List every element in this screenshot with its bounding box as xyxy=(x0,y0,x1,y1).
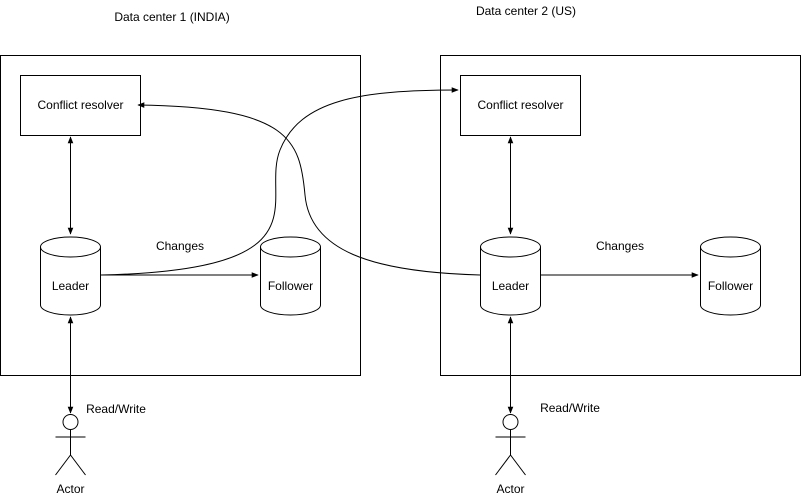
datacenter-1-leader-label: Leader xyxy=(52,279,89,293)
datacenter-2-changes-label: Changes xyxy=(596,239,644,253)
datacenter-2-title: Data center 2 (US) xyxy=(476,4,576,18)
dc2-leader-to-dc1-resolver-arrow xyxy=(137,102,481,276)
datacenter-2-follower-label: Follower xyxy=(708,279,753,293)
datacenter-2-actor-label: Actor xyxy=(496,482,524,496)
datacenter-1-follower-db[interactable]: Follower xyxy=(260,236,321,316)
datacenter-1-conflict-resolver[interactable]: Conflict resolver xyxy=(20,75,141,136)
datacenter-1-leader-db[interactable]: Leader xyxy=(40,236,101,316)
datacenter-1-follower-label: Follower xyxy=(268,279,313,293)
datacenter-2-conflict-resolver-label: Conflict resolver xyxy=(477,98,563,112)
datacenter-1-actor-icon xyxy=(55,414,86,476)
datacenter-1-changes-label: Changes xyxy=(156,239,204,253)
datacenter-2-actor-icon xyxy=(495,414,526,476)
datacenter-2-read-write-label: Read/Write xyxy=(540,401,600,415)
datacenter-2-follower-db[interactable]: Follower xyxy=(700,236,761,316)
datacenter-1-read-write-label: Read/Write xyxy=(86,402,146,416)
datacenter-2-conflict-resolver[interactable]: Conflict resolver xyxy=(460,75,581,136)
datacenter-2-leader-label: Leader xyxy=(492,279,529,293)
datacenter-1-conflict-resolver-label: Conflict resolver xyxy=(37,98,123,112)
dc1-leader-to-dc2-resolver-arrow xyxy=(100,87,459,276)
datacenter-1-actor-label: Actor xyxy=(56,482,84,496)
datacenter-2-leader-db[interactable]: Leader xyxy=(480,236,541,316)
datacenter-1-title: Data center 1 (INDIA) xyxy=(114,10,229,24)
